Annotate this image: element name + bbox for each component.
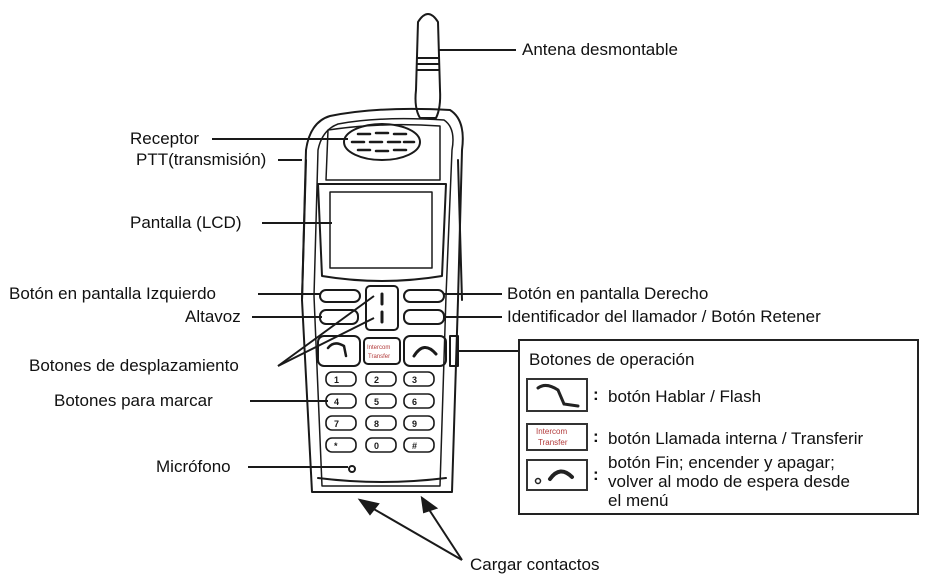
key-label: * <box>334 441 338 451</box>
intercom-transfer-text: botón Llamada interna / Transferir <box>608 429 864 448</box>
label-charge: Cargar contactos <box>470 555 600 574</box>
key-label: 6 <box>412 397 417 407</box>
operation-buttons-box: Botones de operación : botón Hablar / Fl… <box>518 339 919 515</box>
leader-lines <box>212 49 518 561</box>
label-antenna: Antena desmontable <box>522 40 678 59</box>
label-speaker: Altavoz <box>185 307 241 326</box>
operation-box-title: Botones de operación <box>529 350 695 369</box>
keypad <box>325 371 435 453</box>
key-label: 7 <box>334 419 339 429</box>
intercom-key-glyphs: Intercom Transfer <box>367 345 390 360</box>
intercom-transfer-icon: Intercom Transfer <box>526 423 588 451</box>
handset-body <box>301 107 464 493</box>
key-label: 2 <box>374 375 379 385</box>
label-receiver: Receptor <box>130 129 199 148</box>
key-label: 9 <box>412 419 417 429</box>
label-dial: Botones para marcar <box>54 391 213 410</box>
talk-flash-icon <box>526 378 588 412</box>
key-label: 4 <box>334 397 339 407</box>
key-label: 3 <box>412 375 417 385</box>
end-power-text-line2: volver al modo de espera desde <box>608 472 850 491</box>
end-power-text-line3: el menú <box>608 491 669 510</box>
label-ptt: PTT(transmisión) <box>136 150 267 169</box>
lcd-screen <box>317 183 447 282</box>
key-label: 5 <box>374 397 379 407</box>
label-left-soft: Botón en pantalla Izquierdo <box>9 284 216 303</box>
label-right-soft: Botón en pantalla Derecho <box>507 284 709 303</box>
antenna <box>414 13 442 119</box>
end-power-icon <box>526 459 588 491</box>
talk-flash-text: botón Hablar / Flash <box>608 387 762 406</box>
key-label: 1 <box>334 375 339 385</box>
end-power-text-line1: botón Fin; encender y apagar; <box>608 453 835 472</box>
keypad-glyphs: 1 2 3 4 5 6 7 8 9 * 0 # <box>334 375 417 451</box>
key-label: 8 <box>374 419 379 429</box>
microphone-hole <box>348 465 356 473</box>
label-mic: Micrófono <box>156 457 231 476</box>
key-label: 0 <box>374 441 379 451</box>
intercom-key-top: Intercom <box>367 345 390 351</box>
receiver-grille <box>343 123 421 161</box>
key-label: # <box>412 441 417 451</box>
label-caller-id: Identificador del llamador / Botón Reten… <box>507 307 821 326</box>
label-lcd: Pantalla (LCD) <box>130 213 242 232</box>
intercom-key-bottom: Transfer <box>368 354 390 360</box>
label-scroll: Botones de desplazamiento <box>29 356 239 375</box>
